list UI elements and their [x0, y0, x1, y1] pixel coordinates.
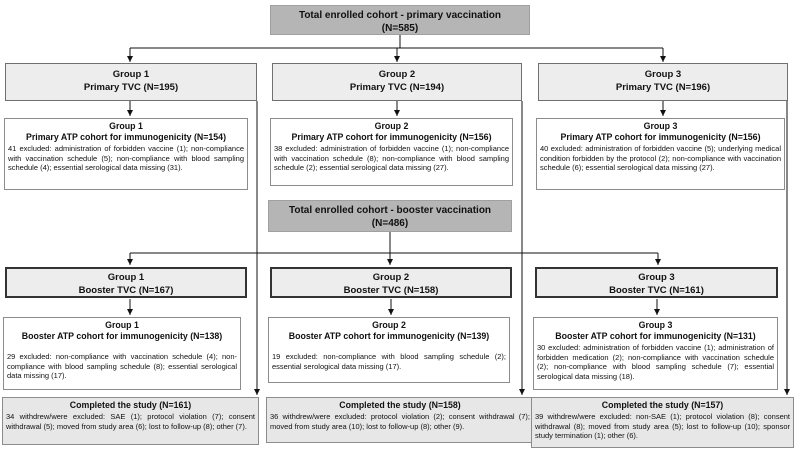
group2-booster-tvc-label: Booster TVC (N=158) — [343, 284, 439, 296]
group2-primary-tvc-group: Group 2 — [378, 69, 416, 80]
group3-primary-tvc-group: Group 3 — [644, 69, 682, 80]
group3-booster-tvc-label: Booster TVC (N=161) — [609, 284, 704, 296]
group2-booster-atp-title: Booster ATP cohort for immunogenicity (N… — [288, 331, 490, 341]
group3-primary-atp-exclusions: 40 excluded: administration of forbidden… — [540, 144, 781, 173]
group1-booster-atp-box: Group 1 Booster ATP cohort for immunogen… — [3, 317, 241, 390]
group2-booster-atp-group: Group 2 — [372, 320, 406, 330]
group2-completed-withdrawals: 36 withdrew/were excluded: protocol viol… — [270, 412, 530, 431]
group2-completed-box: Completed the study (N=158) 36 withdrew/… — [266, 397, 534, 443]
group3-booster-atp-group: Group 3 — [638, 320, 673, 330]
group1-booster-atp-group: Group 1 — [105, 320, 139, 330]
group2-booster-atp-exclusions: 19 excluded: non-compliance with blood s… — [272, 352, 506, 371]
group1-booster-tvc-label: Booster TVC (N=167) — [78, 284, 174, 296]
booster-total-enrolled-box: Total enrolled cohort - booster vaccinat… — [268, 200, 512, 232]
group1-completed-withdrawals: 34 withdrew/were excluded: SAE (1); prot… — [6, 412, 255, 431]
booster-total-title: Total enrolled cohort - booster vaccinat… — [288, 205, 492, 216]
group1-completed-box: Completed the study (N=161) 34 withdrew/… — [2, 397, 259, 445]
group1-primary-tvc-group: Group 1 — [112, 69, 150, 80]
group1-primary-atp-group: Group 1 — [109, 121, 143, 131]
group3-primary-tvc-box: Group 3 Primary TVC (N=196) — [538, 63, 788, 101]
group1-booster-atp-title: Booster ATP cohort for immunogenicity (N… — [21, 331, 223, 341]
group3-primary-atp-box: Group 3 Primary ATP cohort for immunogen… — [536, 118, 785, 190]
group3-primary-tvc-label: Primary TVC (N=196) — [615, 81, 711, 93]
group2-completed-title: Completed the study (N=158) — [339, 400, 461, 410]
group2-primary-atp-box: Group 2 Primary ATP cohort for immunogen… — [270, 118, 513, 186]
group2-booster-atp-box: Group 2 Booster ATP cohort for immunogen… — [268, 317, 510, 383]
group2-primary-atp-exclusions: 38 excluded: administration of forbidden… — [274, 144, 509, 173]
group1-booster-tvc-group: Group 1 — [107, 272, 145, 283]
group3-primary-atp-group: Group 3 — [643, 121, 678, 131]
group2-primary-tvc-label: Primary TVC (N=194) — [349, 81, 445, 93]
group1-primary-tvc-box: Group 1 Primary TVC (N=195) — [5, 63, 257, 101]
group1-primary-atp-title: Primary ATP cohort for immunogenicity (N… — [25, 132, 226, 142]
group2-booster-tvc-group: Group 2 — [372, 272, 410, 283]
group1-primary-atp-exclusions: 41 excluded: administration of forbidden… — [8, 144, 244, 173]
primary-total-n: (N=585) — [381, 23, 419, 34]
booster-total-n: (N=486) — [371, 218, 409, 229]
group3-primary-atp-title: Primary ATP cohort for immunogenicity (N… — [560, 132, 761, 142]
group1-booster-tvc-box: Group 1 Booster TVC (N=167) — [5, 267, 247, 298]
group3-booster-atp-title: Booster ATP cohort for immunogenicity (N… — [555, 331, 756, 341]
group2-primary-atp-group: Group 2 — [374, 121, 409, 131]
primary-total-enrolled-box: Total enrolled cohort - primary vaccinat… — [270, 5, 530, 35]
group3-booster-tvc-box: Group 3 Booster TVC (N=161) — [535, 267, 778, 298]
group3-booster-atp-box: Group 3 Booster ATP cohort for immunogen… — [533, 317, 778, 390]
group2-primary-tvc-box: Group 2 Primary TVC (N=194) — [272, 63, 522, 101]
group1-primary-atp-box: Group 1 Primary ATP cohort for immunogen… — [4, 118, 248, 190]
group3-completed-title: Completed the study (N=157) — [601, 400, 724, 410]
group2-booster-tvc-box: Group 2 Booster TVC (N=158) — [270, 267, 512, 298]
group2-primary-atp-title: Primary ATP cohort for immunogenicity (N… — [291, 132, 492, 142]
group3-completed-withdrawals: 39 withdrew/were excluded: non-SAE (1); … — [535, 412, 790, 441]
group3-booster-atp-exclusions: 30 excluded: administration of forbidden… — [537, 343, 774, 381]
primary-total-title: Total enrolled cohort - primary vaccinat… — [298, 10, 502, 21]
group1-booster-atp-exclusions: 29 excluded: non-compliance with vaccina… — [7, 352, 237, 381]
group1-primary-tvc-label: Primary TVC (N=195) — [83, 81, 179, 93]
group3-completed-box: Completed the study (N=157) 39 withdrew/… — [531, 397, 794, 448]
group3-booster-tvc-group: Group 3 — [638, 272, 675, 283]
group1-completed-title: Completed the study (N=161) — [69, 400, 192, 410]
